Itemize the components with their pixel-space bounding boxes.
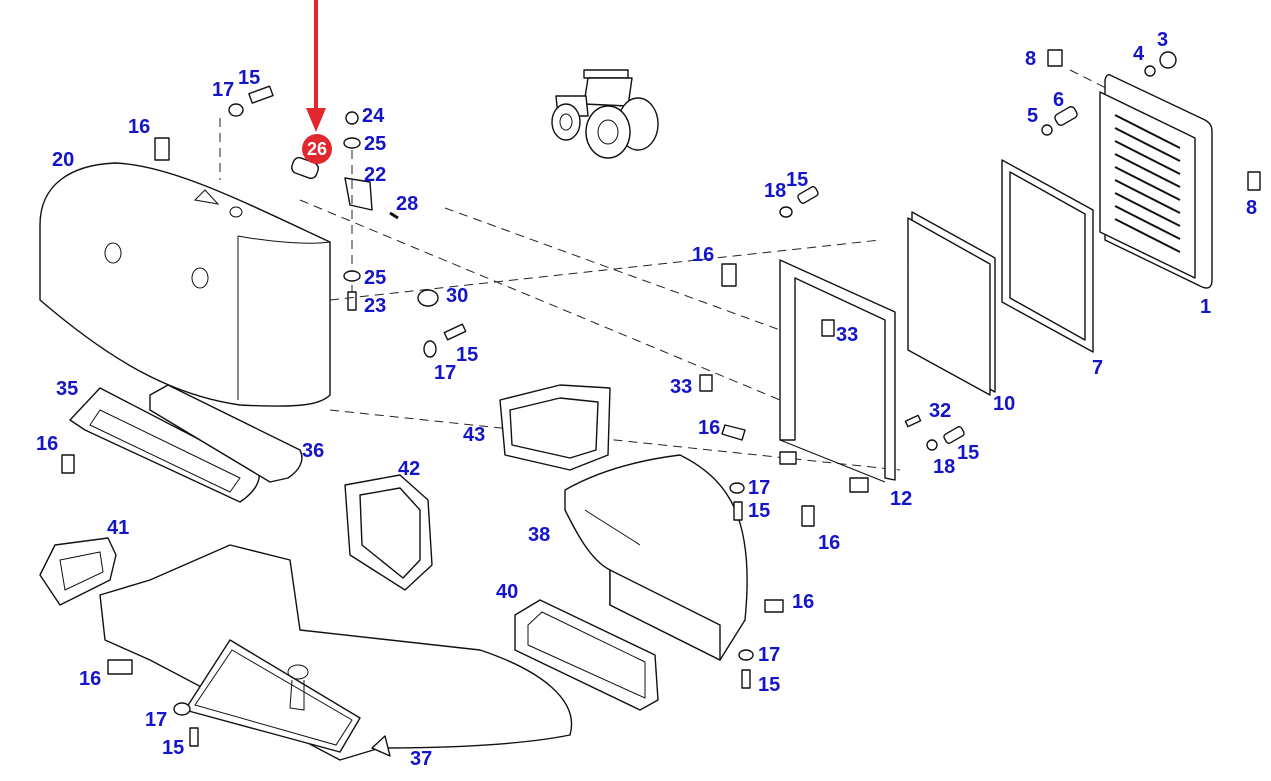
part-42-boot bbox=[344, 474, 433, 591]
label-part-3[interactable]: 3 bbox=[1157, 29, 1169, 51]
label-part-33[interactable]: 33 bbox=[670, 376, 693, 398]
label-part-15[interactable]: 15 bbox=[786, 169, 809, 191]
label-part-8[interactable]: 8 bbox=[1246, 197, 1258, 219]
highlight-arrow bbox=[306, 0, 326, 132]
label-part-41[interactable]: 41 bbox=[107, 517, 130, 539]
part-38-duct bbox=[564, 454, 784, 689]
highlight-marker-part-26[interactable]: 26 bbox=[302, 134, 332, 164]
hardware-top bbox=[154, 85, 467, 358]
part-7-frame bbox=[1001, 159, 1094, 353]
label-part-17[interactable]: 17 bbox=[748, 477, 771, 499]
label-part-15[interactable]: 15 bbox=[162, 737, 185, 759]
part-37-duct bbox=[99, 544, 573, 761]
label-part-15[interactable]: 15 bbox=[456, 344, 479, 366]
part-43-boot bbox=[499, 384, 611, 471]
label-part-37[interactable]: 37 bbox=[410, 748, 433, 770]
label-part-17[interactable]: 17 bbox=[212, 79, 235, 101]
label-part-18[interactable]: 18 bbox=[764, 180, 787, 202]
label-part-17[interactable]: 17 bbox=[434, 362, 457, 384]
label-part-42[interactable]: 42 bbox=[398, 458, 421, 480]
label-part-16[interactable]: 16 bbox=[792, 591, 815, 613]
label-part-32[interactable]: 32 bbox=[929, 400, 952, 422]
label-part-5[interactable]: 5 bbox=[1027, 105, 1039, 127]
label-part-33[interactable]: 33 bbox=[836, 324, 859, 346]
label-part-8[interactable]: 8 bbox=[1025, 48, 1037, 70]
label-part-10[interactable]: 10 bbox=[993, 393, 1016, 415]
label-part-17[interactable]: 17 bbox=[145, 709, 168, 731]
part-20-housing bbox=[39, 162, 331, 407]
label-part-24[interactable]: 24 bbox=[362, 105, 385, 127]
label-part-17[interactable]: 17 bbox=[758, 644, 781, 666]
tractor-icon bbox=[551, 69, 659, 159]
label-part-35[interactable]: 35 bbox=[56, 378, 79, 400]
label-part-7[interactable]: 7 bbox=[1092, 357, 1104, 379]
label-part-16[interactable]: 16 bbox=[36, 433, 59, 455]
label-part-18[interactable]: 18 bbox=[933, 456, 956, 478]
label-part-23[interactable]: 23 bbox=[364, 295, 387, 317]
label-part-12[interactable]: 12 bbox=[890, 488, 913, 510]
label-part-25[interactable]: 25 bbox=[364, 267, 387, 289]
label-part-43[interactable]: 43 bbox=[463, 424, 486, 446]
label-part-1[interactable]: 1 bbox=[1200, 296, 1212, 318]
part-41-boot bbox=[39, 537, 117, 606]
label-part-22[interactable]: 22 bbox=[364, 164, 387, 186]
label-part-4[interactable]: 4 bbox=[1133, 43, 1145, 65]
label-part-28[interactable]: 28 bbox=[396, 193, 419, 215]
label-part-15[interactable]: 15 bbox=[748, 500, 771, 522]
part-1-grille bbox=[1041, 49, 1261, 289]
label-part-16[interactable]: 16 bbox=[818, 532, 841, 554]
label-part-40[interactable]: 40 bbox=[496, 581, 519, 603]
part-40-boot bbox=[514, 599, 659, 711]
label-part-38[interactable]: 38 bbox=[528, 524, 551, 546]
label-part-15[interactable]: 15 bbox=[238, 67, 261, 89]
part-35-36-seals bbox=[61, 384, 303, 503]
label-part-16[interactable]: 16 bbox=[79, 668, 102, 690]
label-part-16[interactable]: 16 bbox=[692, 244, 715, 266]
label-part-15[interactable]: 15 bbox=[758, 674, 781, 696]
label-part-20[interactable]: 20 bbox=[52, 149, 75, 171]
label-part-16[interactable]: 16 bbox=[698, 417, 721, 439]
part-12-bracket bbox=[699, 186, 965, 527]
part-10-filter bbox=[907, 211, 996, 396]
label-part-15[interactable]: 15 bbox=[957, 442, 980, 464]
label-part-16[interactable]: 16 bbox=[128, 116, 151, 138]
label-part-6[interactable]: 6 bbox=[1053, 89, 1065, 111]
label-part-36[interactable]: 36 bbox=[302, 440, 325, 462]
label-part-30[interactable]: 30 bbox=[446, 285, 469, 307]
label-part-25[interactable]: 25 bbox=[364, 133, 387, 155]
